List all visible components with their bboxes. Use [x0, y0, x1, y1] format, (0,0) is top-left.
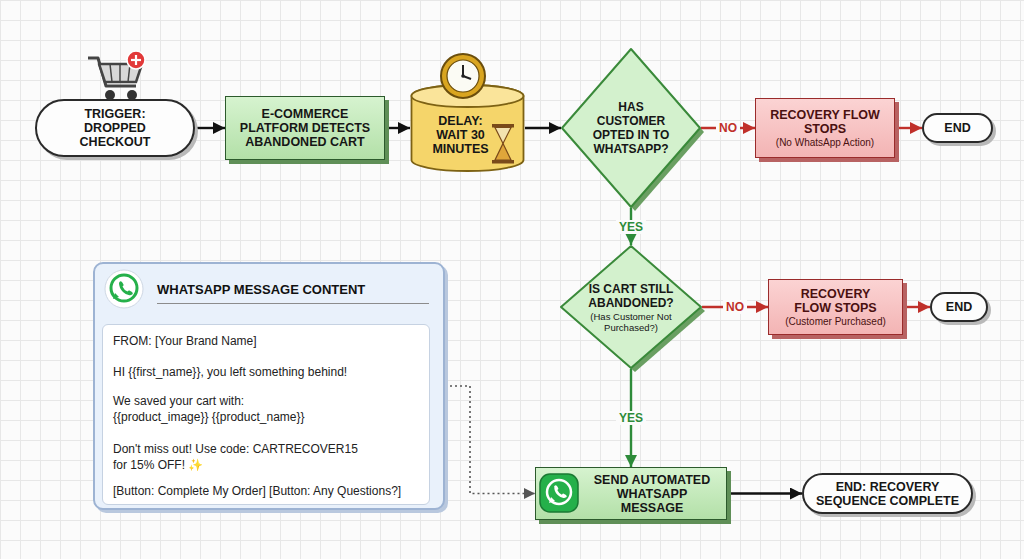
node-title: IS CART STILL ABANDONED?	[579, 282, 683, 310]
node-title: RECOVERY FLOW STOPS	[788, 287, 883, 315]
flow-arrow	[727, 492, 802, 494]
stop-box: RECOVERY FLOW STOPS(Customer Purchased)	[768, 279, 903, 335]
node-title: TRIGGER: DROPPED CHECKOUT	[70, 107, 160, 149]
edge-label: NO	[723, 300, 747, 314]
flow-arrow	[195, 127, 225, 129]
node-title: END	[946, 300, 972, 314]
flow-arrow	[385, 127, 410, 129]
end-pill: END	[922, 113, 993, 143]
end-pill: END: RECOVERY SEQUENCE COMPLETE	[802, 473, 973, 514]
text-holder: HAS CUSTOMER OPTED IN TO WHATSAPP?	[561, 48, 701, 208]
decision-diamond: HAS CUSTOMER OPTED IN TO WHATSAPP?	[561, 48, 701, 208]
edge-label: NO	[716, 121, 740, 135]
node-title: WHATSAPP MESSAGE CONTENT	[157, 282, 429, 304]
message-line: [Button: Complete My Order] [Button: Any…	[113, 483, 419, 499]
message-line: Don't miss out! Use code: CARTRECOVER15 …	[113, 441, 368, 473]
flow-arrow	[895, 127, 922, 129]
delay-cylinder: DELAY: WAIT 30 MINUTES	[410, 84, 525, 172]
decision-diamond: IS CART STILL ABANDONED?(Has Customer No…	[560, 245, 702, 369]
process-box: E-COMMERCE PLATFORM DETECTS ABANDONED CA…	[225, 96, 385, 160]
start-pill: TRIGGER: DROPPED CHECKOUT	[35, 99, 195, 157]
send-box: SEND AUTOMATED WHATSAPP MESSAGE	[535, 467, 727, 520]
cart-icon	[88, 51, 145, 100]
flow-arrow	[903, 306, 930, 308]
node-subtitle: (Has Customer Not Purchased?)	[588, 311, 674, 333]
flow-arrow	[525, 127, 561, 129]
end-pill: END	[930, 292, 988, 322]
node-title: END: RECOVERY SEQUENCE COMPLETE	[812, 480, 963, 508]
text-holder: DELAY: WAIT 30 MINUTES	[410, 84, 525, 172]
message-body: FROM: [Your Brand Name] HI {{first_name}}…	[102, 324, 430, 505]
node-title: HAS CUSTOMER OPTED IN TO WHATSAPP?	[586, 100, 676, 156]
stop-box: RECOVERY FLOW STOPS(No WhatsApp Action)	[755, 98, 895, 158]
edge-label: YES	[616, 411, 646, 425]
dotted-connector	[445, 386, 535, 494]
node-title: E-COMMERCE PLATFORM DETECTS ABANDONED CA…	[235, 107, 375, 149]
text-holder: IS CART STILL ABANDONED?(Has Customer No…	[560, 245, 702, 369]
node-title: SEND AUTOMATED WHATSAPP MESSAGE	[584, 473, 720, 515]
node-title: RECOVERY FLOW STOPS	[769, 108, 881, 136]
node-title: DELAY: WAIT 30 MINUTES	[425, 114, 497, 156]
message-line: FROM: [Your Brand Name]	[113, 333, 419, 349]
node-title: END	[944, 121, 970, 135]
edge-label: YES	[616, 220, 646, 234]
node-subtitle: (No WhatsApp Action)	[776, 137, 874, 149]
message-line: HI {{first_name}}, you left something be…	[113, 364, 419, 380]
message-line: We saved your cart with: {{product_image…	[113, 393, 341, 425]
message-panel: WHATSAPP MESSAGE CONTENT FROM: [Your Bran…	[93, 262, 445, 510]
node-subtitle: (Customer Purchased)	[785, 316, 886, 328]
